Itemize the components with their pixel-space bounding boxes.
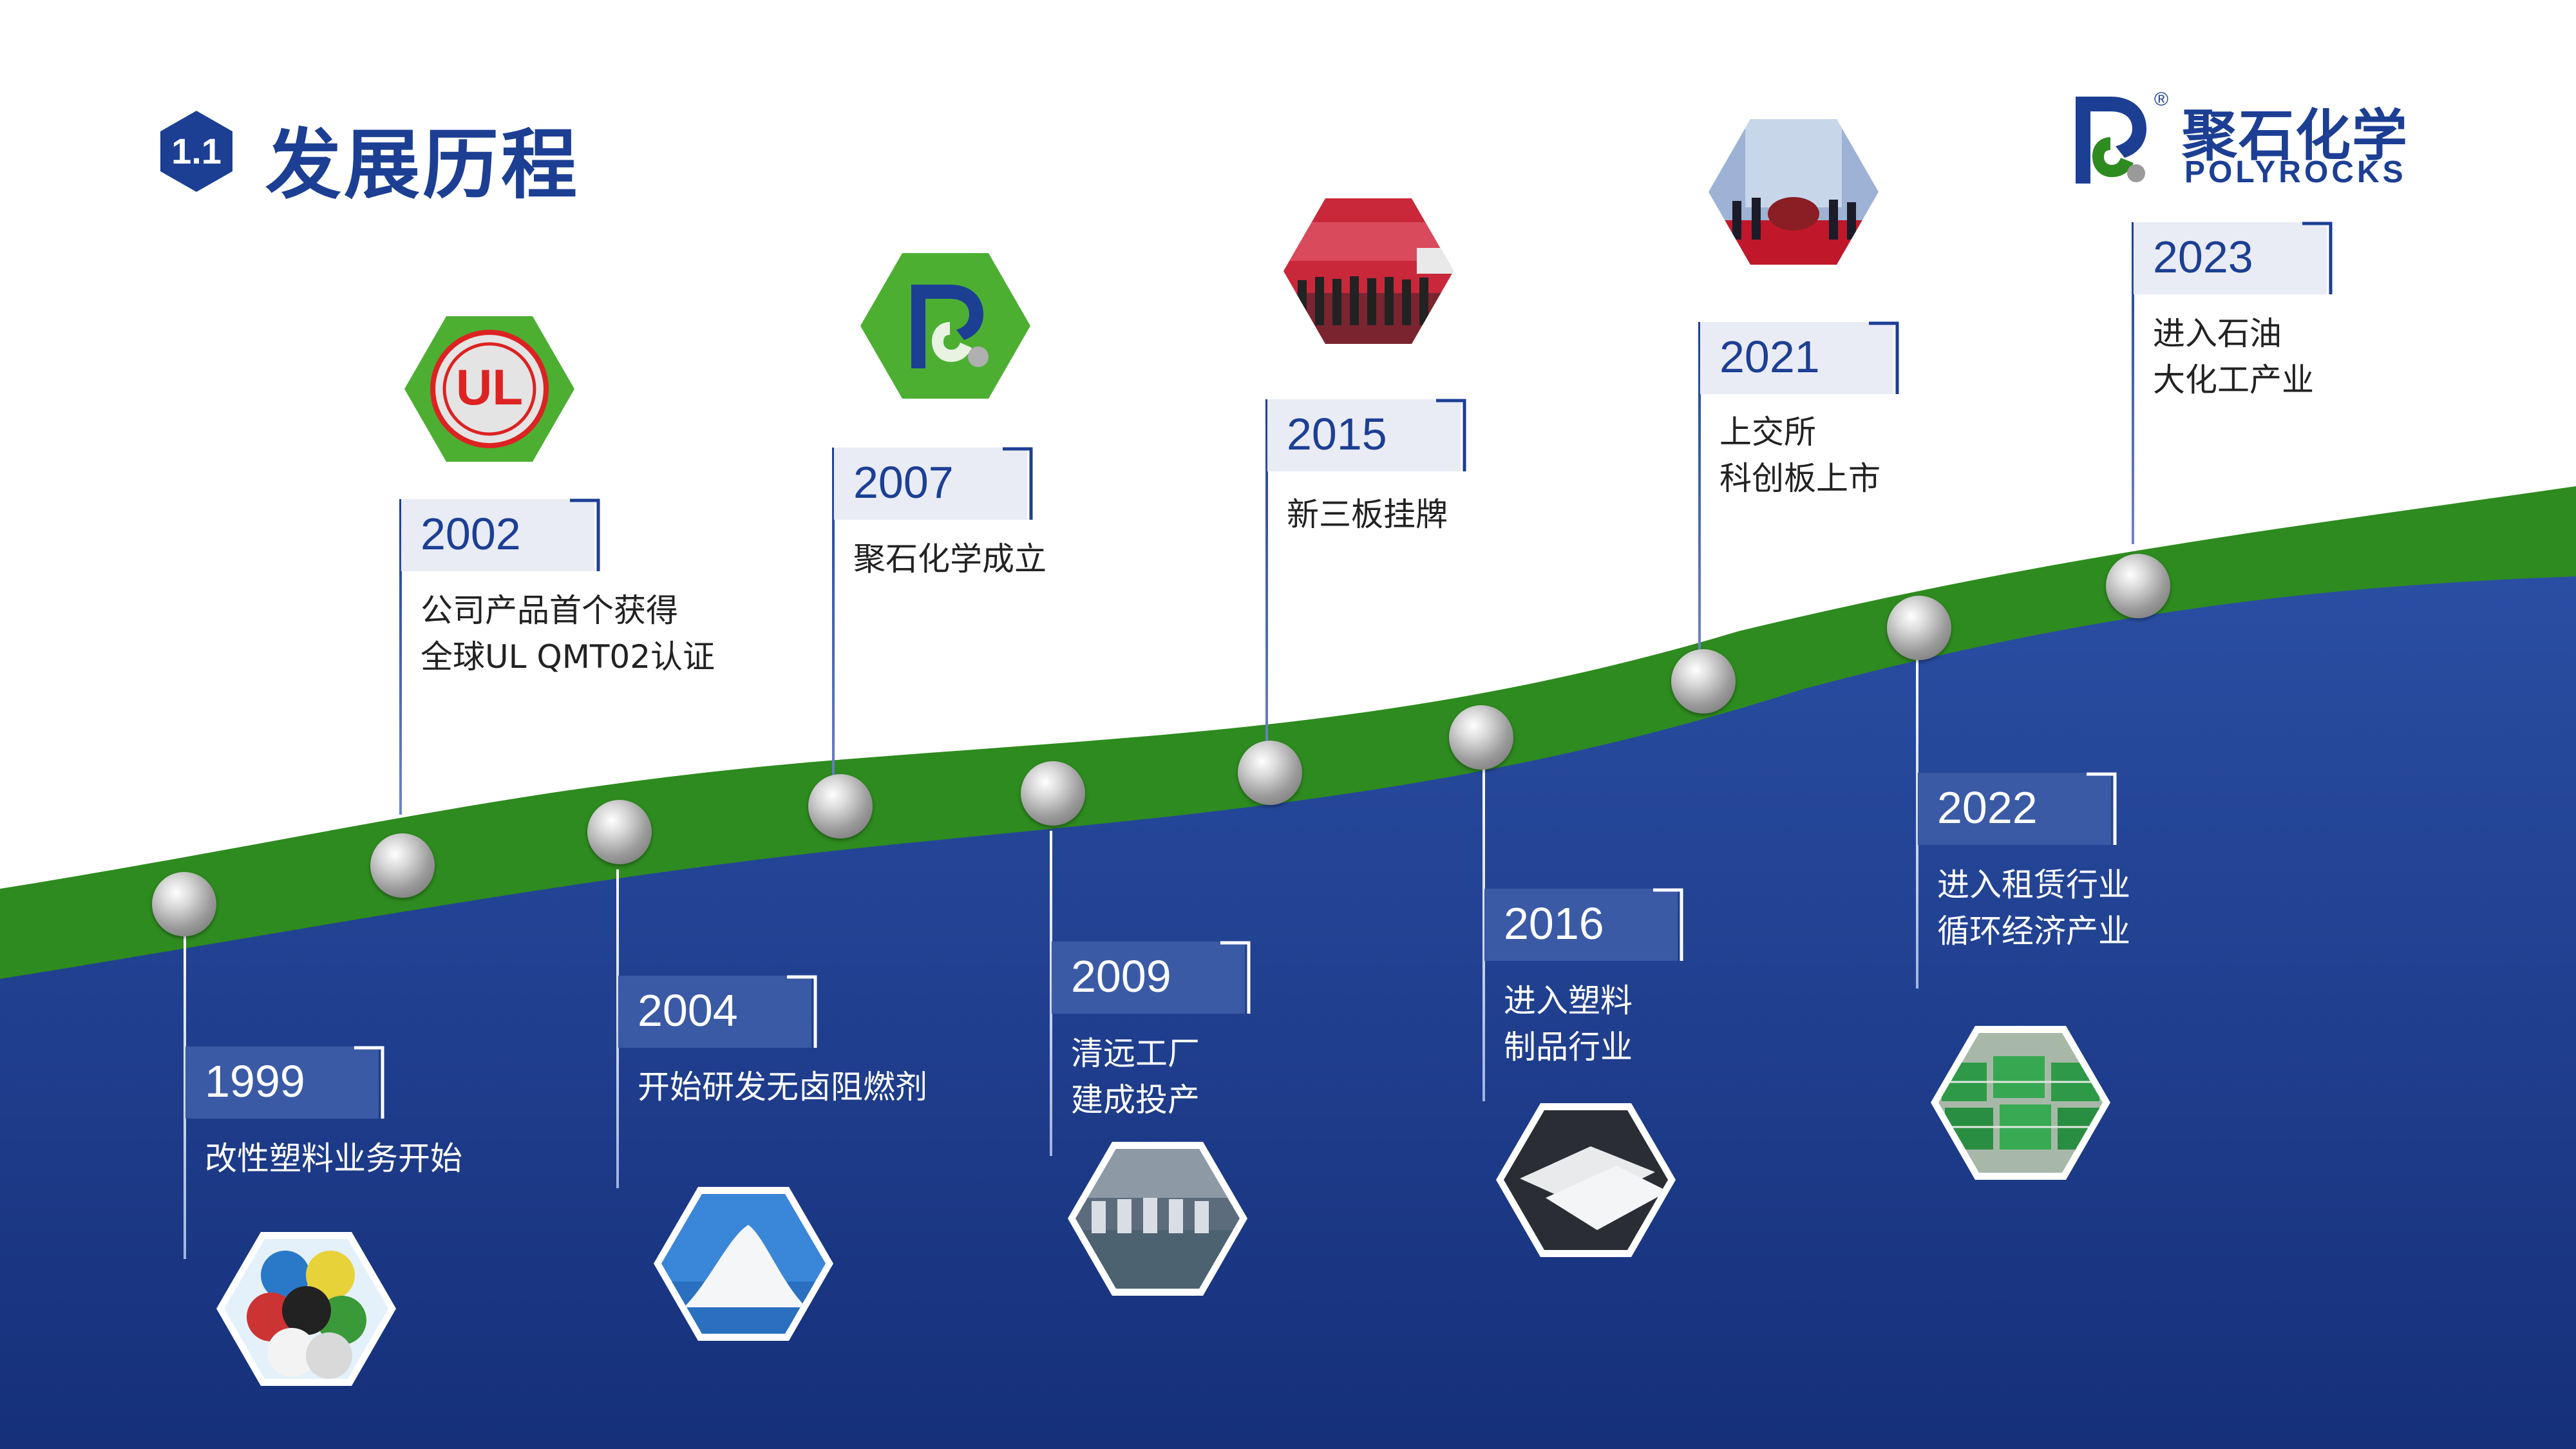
- timeline-node-2002: [370, 833, 435, 898]
- timeline-node-1999: [152, 872, 216, 936]
- year-box-2022: 2022: [1918, 772, 2117, 845]
- milestone-stem: [2132, 222, 2134, 544]
- section-hexagon-icon: [160, 111, 232, 192]
- page-title: 发展历程: [265, 120, 580, 209]
- milestone-description: 公司产品首个获得全球UL QMT02认证: [421, 592, 715, 676]
- polyrocks-logo-icon: [2076, 97, 2146, 184]
- milestone-stem: [616, 869, 619, 1188]
- year-box-2002: 2002: [401, 498, 600, 571]
- timeline-node-2004: [587, 800, 652, 864]
- milestone-year: 2015: [1287, 409, 1387, 459]
- white-powder-image: [654, 1187, 833, 1341]
- timeline-node-2021: [1671, 649, 1736, 714]
- milestone-description: 进入石油大化工产业: [2153, 315, 2314, 399]
- milestone-stem: [1050, 831, 1052, 1156]
- logo-chinese-name: 聚石化学: [2182, 104, 2409, 168]
- milestone-stem: [184, 908, 186, 1259]
- milestone-description: 清远工厂建成投产: [1071, 1035, 1200, 1119]
- year-box-2021: 2021: [1700, 321, 1899, 394]
- milestone-stem: [1482, 766, 1485, 1101]
- milestone-year: 2021: [1719, 332, 1820, 382]
- year-box-1999: 1999: [185, 1046, 384, 1119]
- factory-image: [1068, 1142, 1247, 1296]
- company-logo-image: [860, 253, 1030, 399]
- section-number: 1.1: [171, 131, 222, 171]
- milestone-year: 1999: [205, 1056, 305, 1106]
- listing-ceremony-image: [1283, 198, 1454, 344]
- milestone-year: 2022: [1937, 782, 2038, 833]
- ul-logo-image: UL: [404, 316, 574, 462]
- ul-mark-text: UL: [456, 359, 523, 415]
- timeline-node-2022: [1887, 596, 1951, 660]
- milestone-year: 2007: [853, 457, 954, 507]
- milestone-stem: [399, 499, 402, 815]
- milestone-description: 上交所科创板上市: [1719, 413, 1880, 497]
- milestone-year: 2004: [638, 985, 738, 1036]
- milestone-stem: [1698, 322, 1701, 657]
- milestone-year: 2009: [1071, 951, 1171, 1001]
- timeline-node-2009: [1021, 761, 1085, 826]
- milestone-stem: [832, 448, 835, 808]
- milestone-stem: [1265, 399, 1268, 766]
- logo-english-name: POLYROCKS: [2184, 155, 2407, 189]
- milestone-year: 2002: [421, 509, 521, 559]
- year-box-2016: 2016: [1484, 888, 1683, 961]
- milestone-description: 聚石化学成立: [853, 540, 1046, 578]
- milestone-description: 改性塑料业务开始: [205, 1140, 462, 1177]
- timeline-node-2023: [2106, 554, 2170, 618]
- year-box-2015: 2015: [1267, 399, 1466, 471]
- timeline-node-2007: [808, 774, 873, 838]
- year-box-2009: 2009: [1052, 941, 1251, 1014]
- year-box-2004: 2004: [618, 975, 817, 1048]
- year-box-2023: 2023: [2134, 222, 2333, 294]
- registered-mark: ®: [2154, 89, 2169, 110]
- milestone-description: 开始研发无卤阻燃剂: [638, 1068, 927, 1106]
- pallet-boxes-image: [1931, 1026, 2110, 1180]
- milestone-description: 进入租赁行业循环经济产业: [1937, 866, 2130, 950]
- milestone-stem: [1916, 657, 1918, 989]
- bell-ringing-image: [1709, 119, 1879, 265]
- plastic-sheets-image: [1496, 1103, 1676, 1257]
- milestone-year: 2016: [1504, 898, 1604, 949]
- year-box-2007: 2007: [834, 447, 1033, 520]
- milestone-description: 新三板挂牌: [1287, 496, 1448, 533]
- milestone-year: 2023: [2153, 232, 2253, 282]
- plastic-pellets-image: [216, 1232, 396, 1386]
- timeline-node-2015: [1238, 741, 1302, 805]
- timeline-node-2016: [1449, 705, 1513, 770]
- milestone-description: 进入塑料制品行业: [1504, 982, 1633, 1066]
